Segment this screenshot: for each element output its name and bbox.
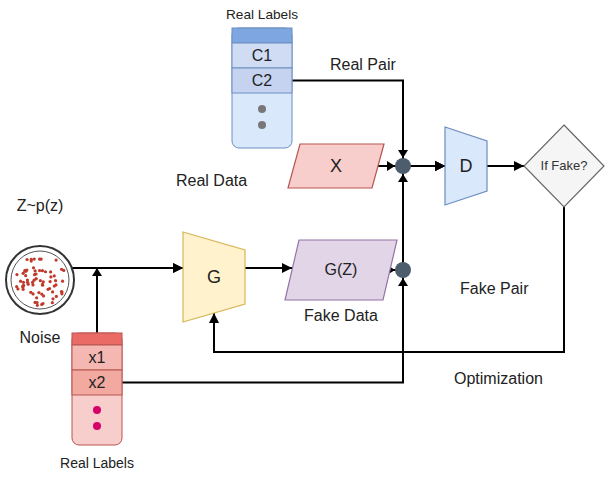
label-entry: x1 xyxy=(40,345,154,370)
connector-arrow xyxy=(122,166,445,383)
decision-text: If Fake? xyxy=(524,157,604,175)
noise-label: Noise xyxy=(0,328,80,348)
generator-trapezoid: G xyxy=(183,232,245,322)
label-column: x1x2Real Labels xyxy=(40,333,154,475)
distribution-label: Z~p(z) xyxy=(0,196,80,216)
junction-dot xyxy=(395,158,411,174)
data-name: G(Z) xyxy=(285,258,397,282)
junction-dot xyxy=(395,262,411,278)
pair-label: Fake Pair xyxy=(460,280,528,298)
edge-label: Optimization xyxy=(452,370,545,388)
decision-diamond: If Fake? xyxy=(524,125,604,207)
column-heading: Real Labels xyxy=(226,6,298,24)
data-parallelogram: G(Z) Fake Data xyxy=(285,240,397,335)
discriminator-name: D xyxy=(445,154,487,178)
arrow-head xyxy=(92,268,102,276)
connector-arrow xyxy=(245,267,292,269)
connector-arrow xyxy=(214,207,564,352)
arrow-head xyxy=(387,161,395,171)
label-entry: x2 xyxy=(40,370,154,395)
discriminator-trapezoid: D xyxy=(445,127,487,205)
label-entry: C1 xyxy=(226,43,298,68)
noise-circle: Z~p(z) Noise xyxy=(0,194,80,354)
arrow-head xyxy=(398,174,408,182)
arrow-head xyxy=(398,278,408,286)
pair-label: Real Pair xyxy=(330,56,396,74)
connector-arrow xyxy=(97,268,183,333)
arrow-head xyxy=(398,150,408,158)
column-heading: Real Labels xyxy=(40,453,154,473)
data-name: X xyxy=(288,154,384,178)
connector-arrow xyxy=(390,166,445,270)
data-parallelogram: X xyxy=(288,144,384,188)
label-entry: C2 xyxy=(226,68,298,93)
label-column: Real LabelsC1C2 xyxy=(226,6,298,150)
generator-name: G xyxy=(183,265,245,289)
data-label: Real Data xyxy=(176,172,247,190)
data-caption: Fake Data xyxy=(285,306,397,326)
connector-arrow xyxy=(487,165,524,167)
